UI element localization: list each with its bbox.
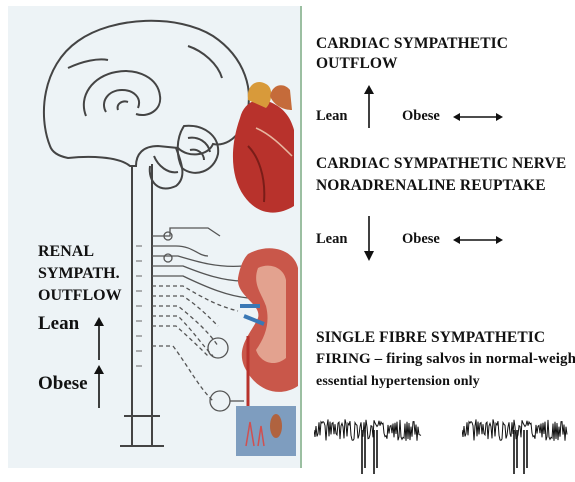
reuptake-lean: Lean (316, 232, 347, 247)
sympathetic-nerves (152, 228, 248, 411)
trace-spike (374, 430, 377, 474)
kidney-icon (238, 248, 298, 406)
cardiac-outflow-obese: Obese (402, 109, 440, 124)
arrow-up-icon (92, 316, 106, 360)
renal-obese-label: Obese (38, 374, 88, 393)
reuptake-obese: Obese (402, 232, 440, 247)
renal-lean-label: Lean (38, 314, 79, 333)
cardiac-outflow-title-line2: OUTFLOW (316, 56, 398, 72)
single-fibre-title-line1: SINGLE FIBRE SYMPATHETIC (316, 330, 545, 346)
anatomy-illustration (8, 6, 300, 468)
renal-title-line3: OUTFLOW (38, 288, 122, 304)
inset-image (236, 406, 296, 456)
single-fibre-title-line2: FIRING – firing salvos in normal-weight (316, 352, 575, 367)
renal-title-line1: RENAL (38, 244, 94, 260)
arrow-down-icon (362, 216, 376, 262)
cardiac-outflow-lean: Lean (316, 109, 347, 124)
single-fibre-title-line3: essential hypertension only (316, 375, 480, 389)
brain-icon (44, 21, 249, 189)
double-arrow-icon (452, 110, 504, 124)
arrow-up-icon (362, 84, 376, 128)
cardiac-outflow-title-line1: CARDIAC SYMPATHETIC (316, 36, 508, 52)
arrow-up-icon (92, 364, 106, 408)
nerve-recording-trace-2 (462, 408, 570, 474)
spinal-cord (120, 164, 164, 446)
nerve-recording-trace-1 (314, 408, 424, 474)
trace-spike (524, 430, 527, 474)
double-arrow-icon (452, 233, 504, 247)
heart-icon (233, 82, 294, 213)
cord-segments (136, 246, 142, 366)
trace-noise (314, 419, 421, 440)
renal-title-line2: SYMPATH. (38, 266, 120, 282)
reuptake-title-line2: NORADRENALINE REUPTAKE (316, 178, 546, 194)
illustration-panel: RENAL SYMPATH. OUTFLOW Lean Obese (8, 6, 302, 468)
reuptake-title-line1: CARDIAC SYMPATHETIC NERVE (316, 156, 566, 172)
